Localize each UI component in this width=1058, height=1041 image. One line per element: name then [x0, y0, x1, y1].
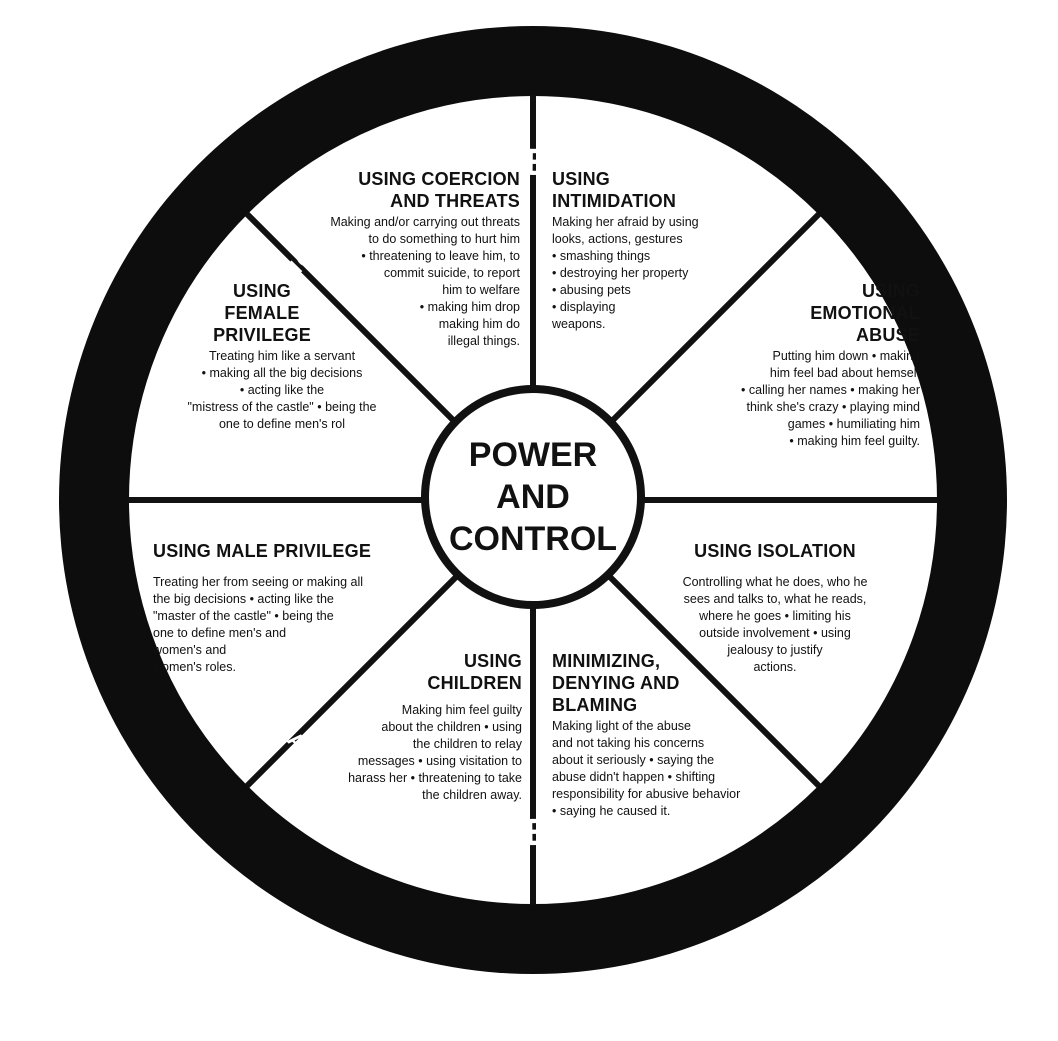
- segment-minimizing: MINIMIZING, DENYING AND BLAMING Making l…: [552, 650, 802, 820]
- hub-circle: [421, 385, 645, 609]
- hub-line-1: POWER: [469, 436, 597, 474]
- segment-isolation-title: USING ISOLATION: [694, 541, 856, 561]
- segment-coercion: USING COERCION AND THREATS Making and/or…: [270, 168, 520, 350]
- hub-line-3: CONTROL: [449, 520, 617, 558]
- segment-intimidation-body: Making her afraid by using looks, action…: [552, 215, 699, 331]
- segment-coercion-body: Making and/or carrying out threats to do…: [330, 215, 520, 348]
- segment-isolation-body: Controlling what he does, who he sees an…: [682, 575, 868, 674]
- hub-line-2: AND: [496, 478, 570, 516]
- segment-emotional-body: Putting him down • making him feel bad a…: [741, 349, 920, 448]
- segment-intimidation-title: USING INTIMIDATION: [552, 169, 677, 211]
- segment-male-privilege: USING MALE PRIVILEGE Treating her from s…: [153, 540, 423, 676]
- segment-minimizing-body: Making light of the abuse and not taking…: [552, 719, 741, 818]
- segment-male-body: Treating her from seeing or making all t…: [153, 575, 364, 674]
- segment-emotional-title: USING EMOTIONAL ABUSE: [810, 281, 920, 345]
- segment-intimidation: USING INTIMIDATION Making her afraid by …: [552, 168, 772, 333]
- segment-female-privilege: USING FEMALE PRIVILEGE Treating him like…: [148, 280, 416, 433]
- segment-minimizing-title: MINIMIZING, DENYING AND BLAMING: [552, 651, 680, 715]
- segment-children: USING CHILDREN Making him feel guilty ab…: [290, 650, 522, 804]
- segment-isolation: USING ISOLATION Controlling what he does…: [645, 540, 905, 676]
- segment-children-title: USING CHILDREN: [427, 651, 522, 693]
- segment-children-body: Making him feel guilty about the childre…: [348, 703, 522, 802]
- segment-male-title: USING MALE PRIVILEGE: [153, 541, 372, 561]
- segment-female-body: Treating him like a servant • making all…: [187, 349, 377, 431]
- segment-emotional-abuse: USING EMOTIONAL ABUSE Putting him down •…: [660, 280, 920, 450]
- segment-female-title: USING FEMALE PRIVILEGE: [213, 281, 311, 345]
- segment-coercion-title: USING COERCION AND THREATS: [358, 169, 520, 211]
